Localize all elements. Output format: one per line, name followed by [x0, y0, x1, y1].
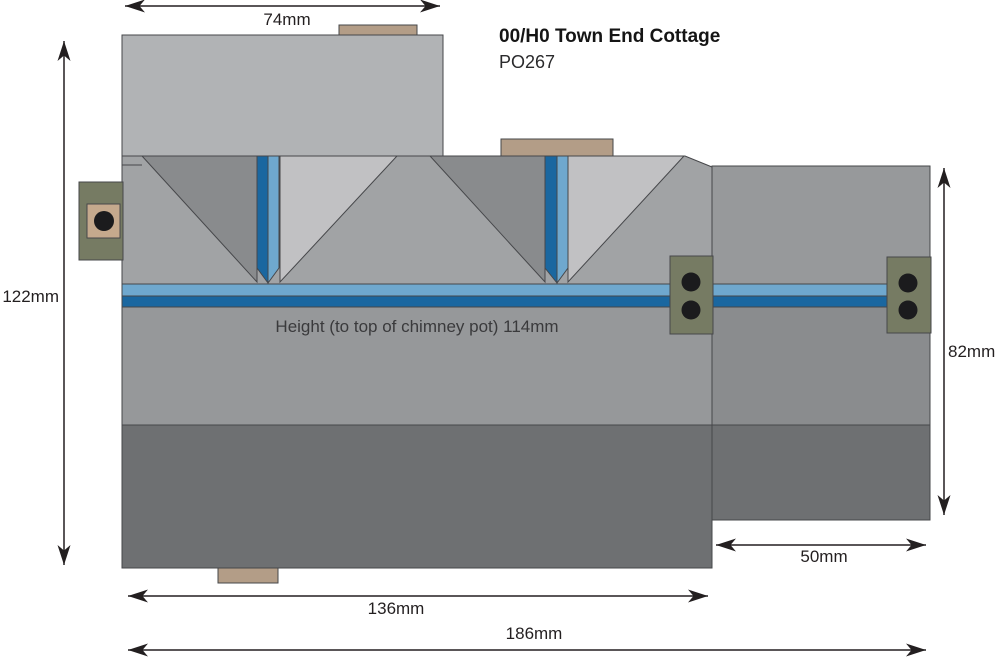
ridge-stripe-dark [121, 295, 888, 308]
dimension-label-extension-width: 50mm [800, 547, 848, 566]
upper-section-74mm [121, 34, 444, 157]
dimension-label-main-width: 136mm [367, 599, 425, 618]
roof-facet-light-2 [567, 155, 686, 284]
extension-base-band [711, 424, 931, 521]
chimney-cap-top [338, 24, 418, 36]
ridge-strip-dark-2 [544, 155, 558, 285]
dimension-label-total-width: 186mm [505, 624, 563, 643]
dimension-label-right-height: 82mm [948, 342, 996, 361]
joint-hole-middle-top [681, 272, 701, 292]
joint-hole-middle-bottom [681, 300, 701, 320]
ridge-strip-light-2 [556, 155, 569, 285]
joint-hole-right-top [898, 273, 918, 293]
joint-tab-middle [669, 255, 714, 335]
joint-hole-right-bottom [898, 300, 918, 320]
joint-hole-left [94, 211, 114, 231]
ridge-stripe-light [121, 283, 888, 297]
height-annotation: Height (to top of chimney pot) 114mm [275, 317, 559, 336]
dimension-label-top-width: 74mm [263, 10, 311, 29]
chimney-cap-middle [500, 138, 614, 157]
page-title: 00/H0 Town End Cottage [499, 26, 721, 47]
roof-facet-light-1 [279, 155, 399, 284]
ridge-strip-dark-1 [256, 155, 269, 285]
product-code: PO267 [499, 52, 556, 72]
main-base-band [121, 424, 713, 569]
chimney-cap-bottom [217, 567, 279, 584]
ridge-strip-light-1 [267, 155, 280, 285]
joint-tab-right [886, 256, 932, 334]
dimension-label-left-height: 122mm [2, 287, 59, 306]
